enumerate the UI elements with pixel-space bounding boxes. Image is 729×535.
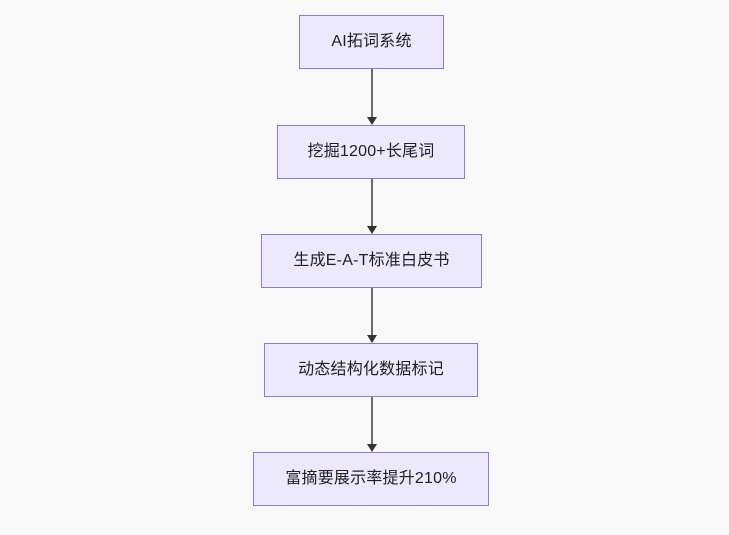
flow-node-label: 动态结构化数据标记 <box>298 361 444 378</box>
flow-node-rich-snippet-rate-increase[interactable]: 富摘要展示率提升210% <box>253 452 489 506</box>
flow-node-label: AI拓词系统 <box>331 33 412 50</box>
arrowhead-icon <box>366 117 377 125</box>
edge-line <box>371 69 373 118</box>
arrowhead-icon <box>366 226 377 234</box>
flow-node-mine-longtail-keywords[interactable]: 挖掘1200+长尾词 <box>277 125 465 179</box>
edge-node2-node3 <box>366 179 377 234</box>
edge-node3-node4 <box>366 288 377 343</box>
flow-node-label: 生成E-A-T标准白皮书 <box>293 252 450 269</box>
flow-node-dynamic-structured-data-markup[interactable]: 动态结构化数据标记 <box>264 343 478 397</box>
edge-node4-node5 <box>366 397 377 452</box>
edge-line <box>371 397 373 445</box>
arrowhead-icon <box>366 444 377 452</box>
flow-node-ai-keyword-system[interactable]: AI拓词系统 <box>299 15 444 69</box>
flow-node-label: 富摘要展示率提升210% <box>285 470 457 487</box>
edge-line <box>371 179 373 227</box>
edge-line <box>371 288 373 336</box>
flow-node-generate-eat-whitepaper[interactable]: 生成E-A-T标准白皮书 <box>261 234 482 288</box>
flow-node-label: 挖掘1200+长尾词 <box>307 143 435 160</box>
arrowhead-icon <box>366 335 377 343</box>
edge-node1-node2 <box>366 69 377 125</box>
